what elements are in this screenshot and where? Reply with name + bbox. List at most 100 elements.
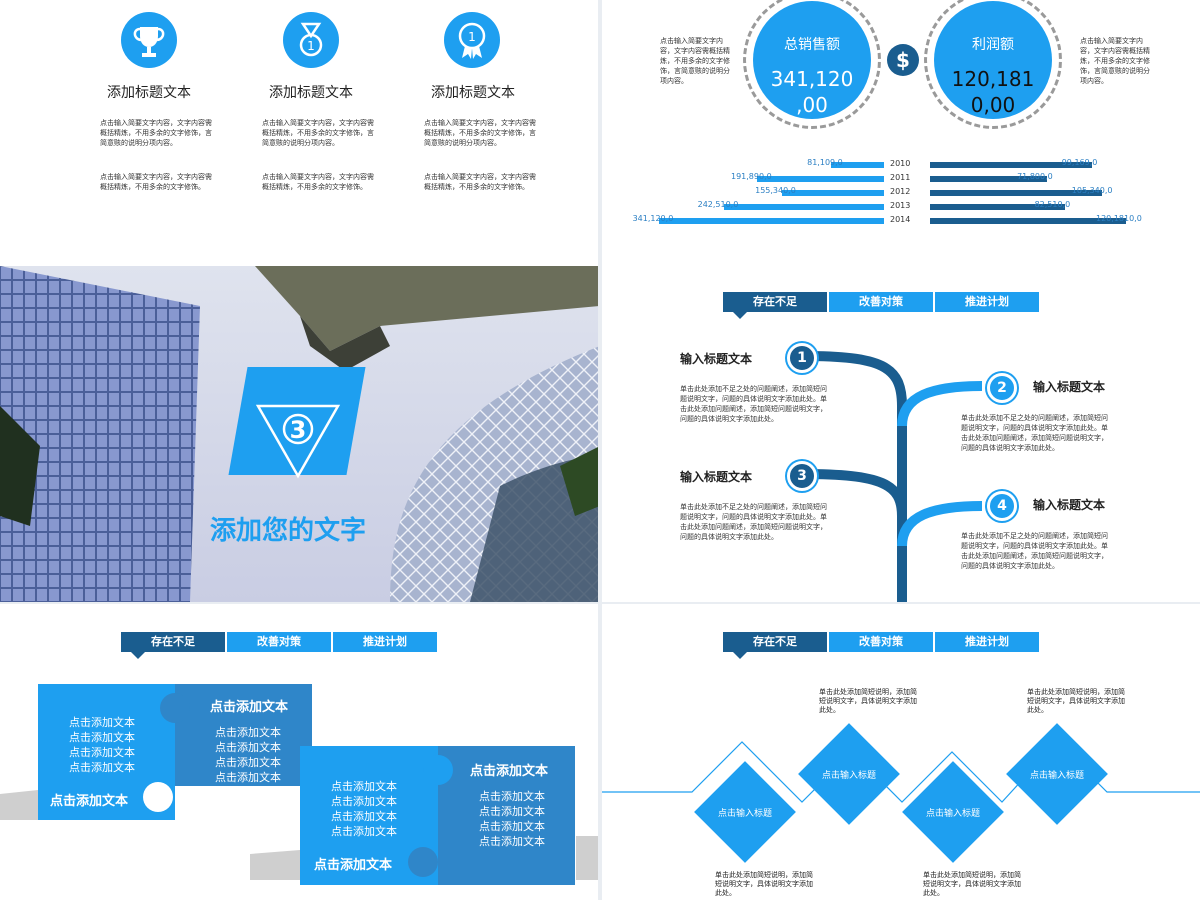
slide-puzzle: 存在不足 改善对策 推进计划 点击添加文本 点击添加文本 点击添加文本 点击添加…: [0, 604, 598, 900]
tab-shortcomings[interactable]: 存在不足: [121, 632, 225, 659]
section-caption: 添加您的文字: [210, 516, 367, 546]
puzzle3-lines: 点击添加文本 点击添加文本 点击添加文本 点击添加文本: [318, 779, 410, 839]
profit-ring-outer: [924, 0, 1062, 129]
stage-number-1: 1: [787, 343, 817, 373]
stage-number-3: 3: [787, 461, 817, 491]
stage-text-1: 单击此处添加不足之处的问题阐述，添加简短问题说明文字，问题的具体说明文字添加此处…: [680, 385, 827, 423]
note-top-1: 单击此处添加简短说明，添加简短说明文字，具体说明文字添加此处。: [819, 688, 917, 714]
diamond-label-3: 点击输入标题: [925, 809, 980, 819]
sales-bar-label: 341,120,0: [632, 214, 674, 223]
profit-bar-label: 105,340,0: [1071, 186, 1113, 195]
sales-bar-label: 191,890,0: [730, 172, 772, 181]
right-note: 点击输入简要文字内容，文字内容需概括精炼，不用多余的文字修饰，言简意赅的说明分项…: [1080, 37, 1150, 85]
slide-timeline: 存在不足 改善对策 推进计划 1 2 3 4 输入标题文本 单击此处添加不足之处…: [602, 266, 1200, 602]
stage-title-2: 输入标题文本: [1033, 380, 1106, 394]
tab-plan[interactable]: 推进计划: [935, 632, 1039, 652]
puzzle4-title: 点击添加文本: [470, 764, 549, 779]
column-text-2b: 点击输入简要文字内容，文字内容需概括精炼，不用多余的文字修饰。: [262, 173, 374, 191]
award-badge-icon: 1: [444, 12, 500, 68]
trophy-icon: [121, 12, 177, 68]
dollar-symbol: $: [896, 48, 910, 72]
column-text-1b: 点击输入简要文字内容，文字内容需概括精炼，不用多余的文字修饰。: [100, 173, 212, 191]
puzzle1-line-3: 点击添加文本: [69, 746, 135, 759]
sales-bar: [830, 162, 884, 168]
stage-text-2: 单击此处添加不足之处的问题阐述，添加简短问题说明文字，问题的具体说明文字添加此处…: [961, 414, 1108, 452]
tab-countermeasures[interactable]: 改善对策: [829, 292, 933, 312]
stage-text-3: 单击此处添加不足之处的问题阐述，添加简短问题说明文字，问题的具体说明文字添加此处…: [680, 503, 827, 541]
tab-plan[interactable]: 推进计划: [935, 292, 1039, 312]
puzzle1-line-4: 点击添加文本: [69, 761, 135, 774]
column-title-1: 添加标题文本: [107, 85, 191, 101]
profit-bar: [930, 190, 1102, 196]
puzzle3-line-3: 点击添加文本: [331, 810, 397, 823]
stage-number-2: 2: [987, 373, 1017, 403]
sales-bar: [757, 176, 884, 182]
sales-bar-label: 81,109,0: [807, 158, 843, 167]
puzzle3-title: 点击添加文本: [314, 858, 393, 873]
note-bottom-2: 单击此处添加简短说明，添加简短说明文字，具体说明文字添加此处。: [923, 871, 1021, 897]
triangle-number-icon: [255, 404, 341, 479]
year-label: 2013: [890, 201, 911, 210]
building-photo: [0, 266, 598, 602]
profit-label: 利润额: [972, 37, 1014, 53]
sales-value-line1: 341,120: [770, 67, 854, 91]
svg-text:1: 1: [307, 39, 315, 53]
sales-bar-label: 242,510,0: [697, 200, 739, 209]
puzzle2-title: 点击添加文本: [210, 700, 289, 715]
stage-title-3: 输入标题文本: [680, 470, 753, 484]
column-text-2a: 点击输入简要文字内容，文字内容需概括精炼，不用多余的文字修饰，言简意赅的说明分项…: [262, 119, 374, 147]
puzzle2-line-1: 点击添加文本: [215, 726, 281, 739]
puzzle3-line-1: 点击添加文本: [331, 780, 397, 793]
column-text-3b: 点击输入简要文字内容，文字内容需概括精炼，不用多余的文字修饰。: [424, 173, 536, 191]
year-label: 2011: [890, 173, 911, 182]
tab-countermeasures[interactable]: 改善对策: [227, 632, 331, 652]
profit-value-line1: 120,181: [951, 67, 1035, 91]
note-bottom-1: 单击此处添加简短说明，添加简短说明文字，具体说明文字添加此处。: [715, 871, 813, 897]
puzzle4-line-1: 点击添加文本: [479, 790, 545, 803]
left-note: 点击输入简要文字内容，文字内容需概括精炼，不用多余的文字修饰，言简意赅的说明分项…: [660, 37, 730, 85]
dollar-icon: $: [887, 44, 919, 76]
puzzle4-line-2: 点击添加文本: [479, 805, 545, 818]
svg-text:1: 1: [468, 30, 476, 44]
tab-countermeasures[interactable]: 改善对策: [829, 632, 933, 652]
section-number: 3: [289, 416, 307, 444]
tab-bar: 存在不足 改善对策 推进计划: [723, 632, 1041, 659]
puzzle2-lines: 点击添加文本 点击添加文本 点击添加文本 点击添加文本: [202, 725, 294, 785]
profit-circle: [934, 1, 1052, 119]
tab-plan[interactable]: 推进计划: [333, 632, 437, 652]
tab-bar: 存在不足 改善对策 推进计划: [723, 292, 1041, 319]
puzzle2-line-2: 点击添加文本: [215, 741, 281, 754]
puzzle3-line-4: 点击添加文本: [331, 825, 397, 838]
puzzle2-line-4: 点击添加文本: [215, 771, 281, 784]
sales-label: 总销售额: [784, 37, 840, 53]
puzzle1-line-2: 点击添加文本: [69, 731, 135, 744]
slide-diamond-flow: 存在不足 改善对策 推进计划 点击输入标题 点击输入标题 点击输入标题 点击输入…: [602, 604, 1200, 900]
diamond-label-1: 点击输入标题: [717, 809, 772, 819]
timeline-curves: [801, 351, 983, 602]
profit-bar-label: 120,1810,0: [1096, 214, 1142, 223]
diamond-connector-lines: [602, 741, 1200, 803]
profit-bar-label: 82,510,0: [1034, 200, 1071, 209]
slide-awards: 1 1 添加标题文本 添加标题文本 添加标题文本 点击输入简要文字内容，文字内容…: [0, 0, 598, 298]
profit-bar: [930, 218, 1126, 224]
sales-bar: [781, 190, 884, 196]
column-title-3: 添加标题文本: [431, 85, 515, 101]
profit-bar-label: 99,169,0: [1061, 158, 1098, 167]
tab-shortcomings[interactable]: 存在不足: [723, 632, 827, 659]
tab-bar: 存在不足 改善对策 推进计划: [121, 632, 439, 659]
column-text-1a: 点击输入简要文字内容，文字内容需概括精炼，不用多余的文字修饰，言简意赅的说明分项…: [100, 119, 212, 147]
puzzle1-lines: 点击添加文本 点击添加文本 点击添加文本 点击添加文本: [56, 715, 148, 775]
puzzle4-line-3: 点击添加文本: [479, 820, 545, 833]
stage-text-4: 单击此处添加不足之处的问题阐述，添加简短问题说明文字，问题的具体说明文字添加此处…: [961, 532, 1108, 570]
tab-shortcomings[interactable]: 存在不足: [723, 292, 827, 319]
puzzle2-line-3: 点击添加文本: [215, 756, 281, 769]
puzzle4-lines: 点击添加文本 点击添加文本 点击添加文本 点击添加文本: [466, 789, 558, 849]
year-label: 2014: [890, 215, 911, 224]
sales-value-line2: ,00: [796, 93, 828, 117]
year-label: 2012: [890, 187, 911, 196]
stage-title-4: 输入标题文本: [1033, 498, 1106, 512]
sales-bar: [659, 218, 884, 224]
sales-circle: [753, 1, 871, 119]
puzzle1-line-1: 点击添加文本: [69, 716, 135, 729]
